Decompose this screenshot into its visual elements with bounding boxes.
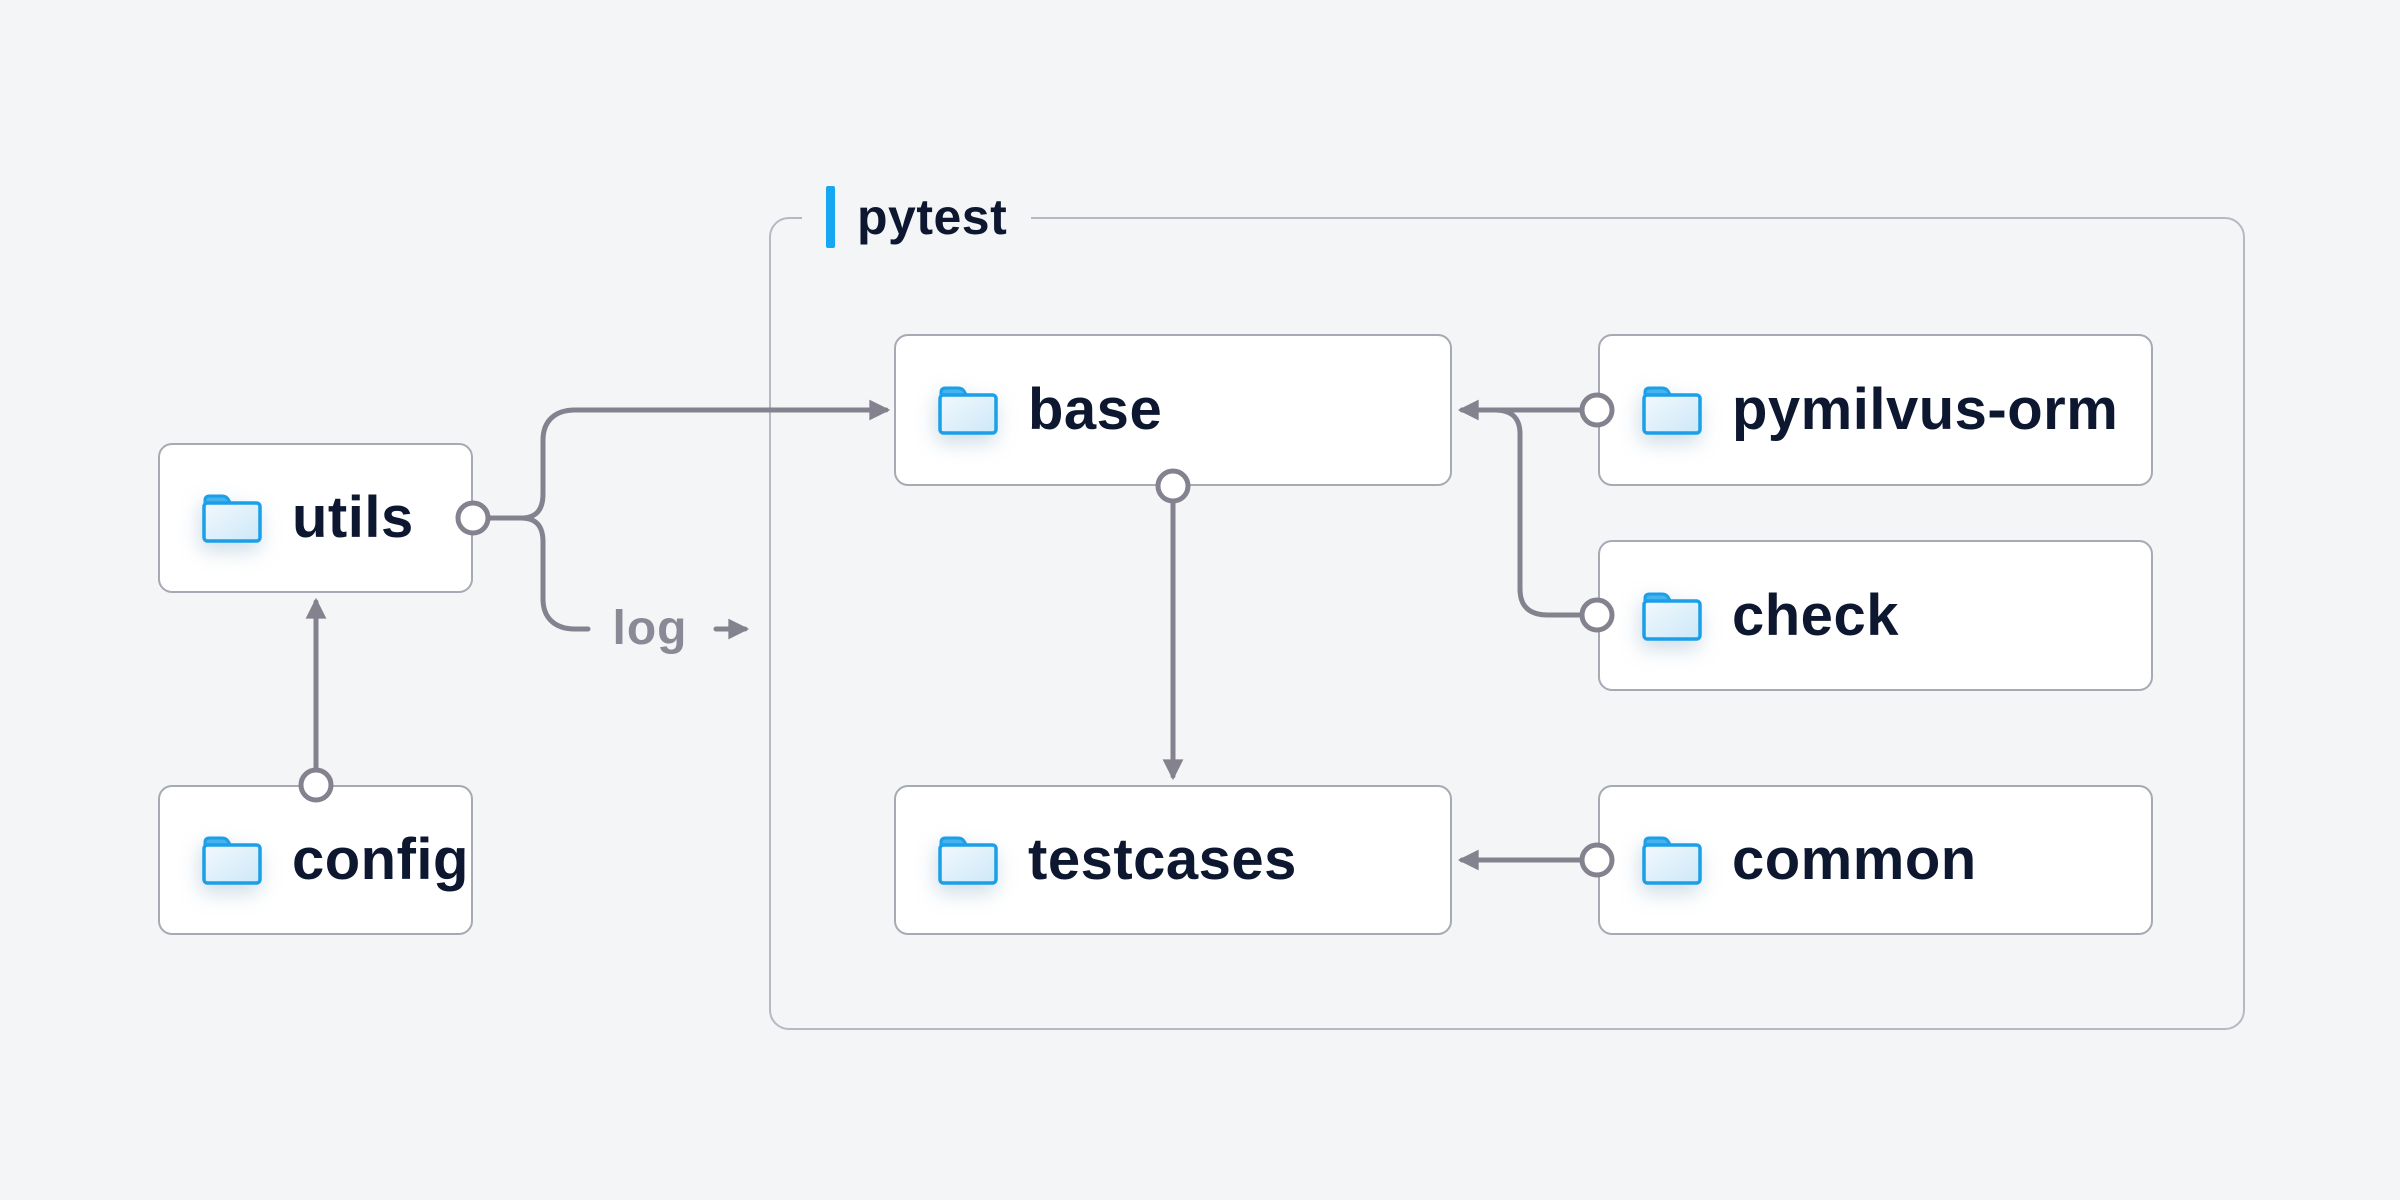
node-config: config (158, 785, 473, 935)
node-label: config (292, 827, 469, 892)
node-testcases: testcases (894, 785, 1452, 935)
folder-icon (938, 836, 998, 885)
node-check: check (1598, 540, 2153, 691)
folder-icon (1642, 592, 1702, 641)
folder-icon (202, 836, 262, 885)
edge-label-log: log (612, 602, 688, 655)
node-label: utils (292, 485, 414, 550)
node-label: check (1732, 582, 1899, 648)
pytest-group-box (769, 217, 2245, 1030)
folder-icon (1642, 386, 1702, 435)
folder-icon (1642, 836, 1702, 885)
node-label: testcases (1028, 827, 1297, 892)
folder-icon (202, 494, 262, 543)
node-base: base (894, 334, 1452, 486)
node-common: common (1598, 785, 2153, 935)
edge-utils-to-log (486, 515, 591, 632)
node-label: base (1028, 377, 1163, 442)
pytest-group-label: pytest (802, 184, 1032, 250)
node-utils: utils (158, 443, 473, 593)
node-label: pymilvus-orm (1732, 377, 2119, 442)
accent-bar-icon (826, 186, 835, 248)
group-title: pytest (857, 189, 1008, 245)
node-pymilvus-orm: pymilvus-orm (1598, 334, 2153, 486)
node-label: common (1732, 827, 1977, 892)
folder-icon (938, 386, 998, 435)
